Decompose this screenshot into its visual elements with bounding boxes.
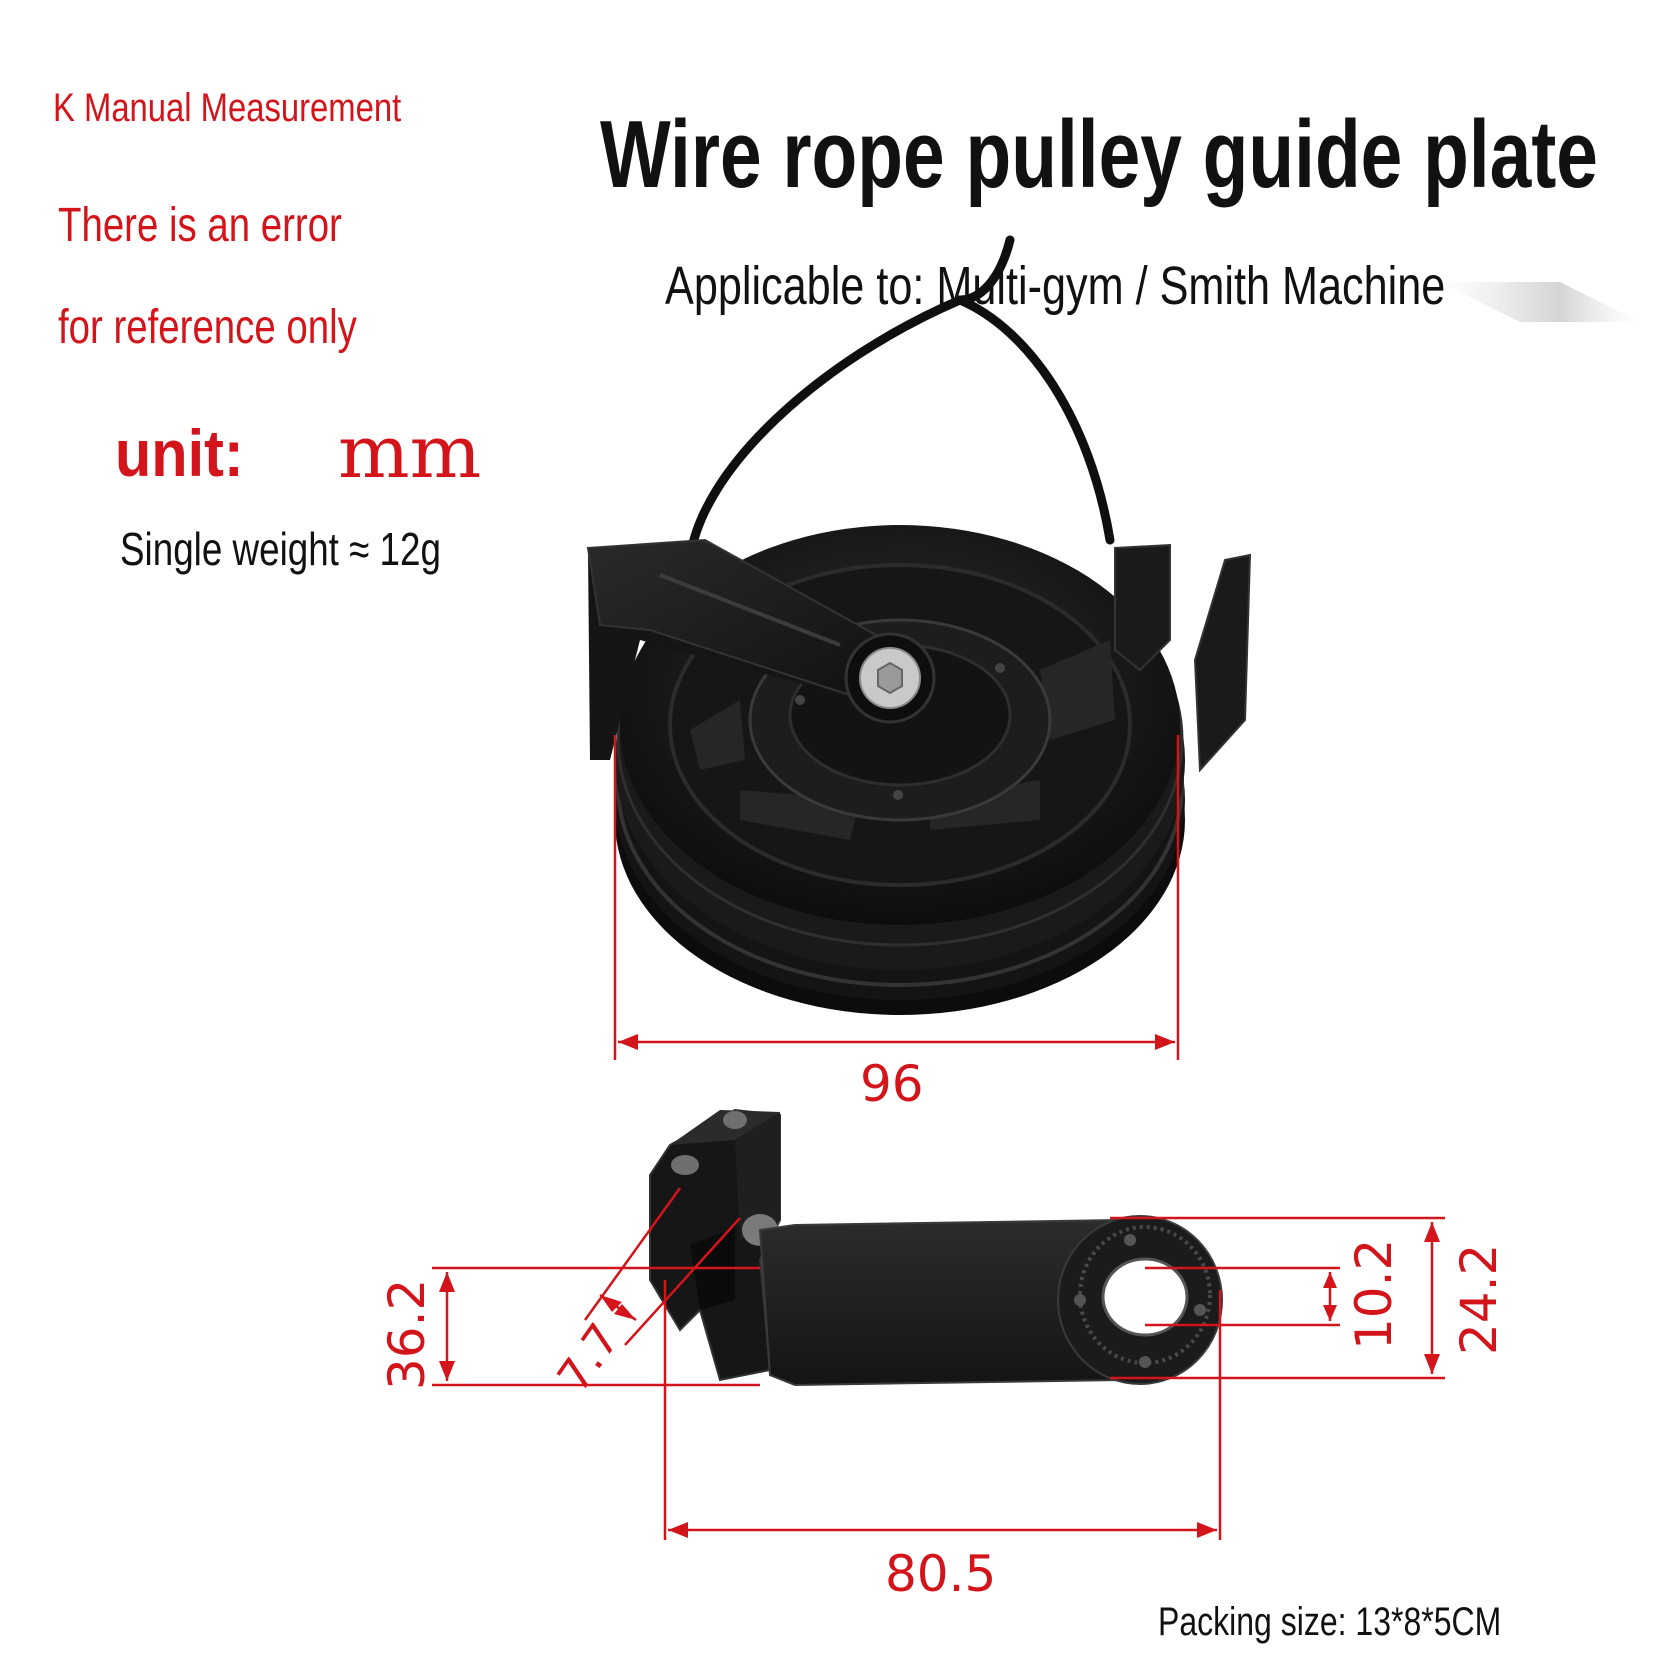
packing-size: Packing size: 13*8*5CM (1158, 1600, 1502, 1644)
page-title: Wire rope pulley guide plate (600, 101, 1598, 208)
dim-24-2: 24.2 (1450, 1243, 1508, 1355)
dim-36-2: 36.2 (378, 1278, 436, 1390)
guide-plate (649, 1108, 1223, 1387)
dim-80-5: 80.5 (885, 1545, 997, 1603)
cable-shadow (1440, 282, 1640, 322)
wire-rope (685, 235, 1115, 565)
note-error: There is an error (58, 199, 342, 252)
single-weight: Single weight ≈ 12g (120, 523, 441, 575)
unit-label: unit: (115, 416, 244, 490)
dim-10-2: 10.2 (1345, 1238, 1403, 1350)
note-manual-measurement: K Manual Measurement (53, 86, 402, 130)
dim-96: 96 (860, 1055, 924, 1113)
pulley-guide-arm (586, 538, 1252, 773)
note-reference-only: for reference only (58, 301, 357, 354)
unit-value: mm (338, 410, 482, 494)
hex-bolt (844, 632, 936, 724)
applicable-to: Applicable to: Multi-gym / Smith Machine (665, 256, 1446, 316)
dimension-lines (432, 735, 1445, 1540)
